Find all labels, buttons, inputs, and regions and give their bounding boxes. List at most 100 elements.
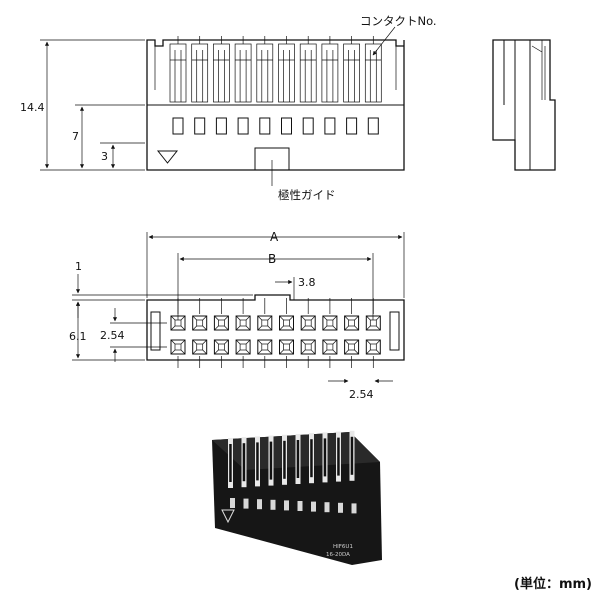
- dim-pitch-offset: 3.8: [298, 276, 316, 289]
- top-contact-cell-corner: [180, 339, 186, 345]
- top-contact-cell-inner: [261, 319, 269, 327]
- photo-rib-slot: [242, 443, 246, 482]
- top-contact-cell-inner: [196, 319, 204, 327]
- top-contact-cell-corner: [354, 349, 359, 355]
- top-contact-cell-corner: [332, 325, 338, 331]
- top-contact-cell-corner: [300, 349, 306, 355]
- side-view-detail: [531, 40, 546, 100]
- top-contact-cell-corner: [235, 315, 241, 321]
- top-contact-cell-inner: [304, 319, 312, 327]
- top-contact-cell-corner: [376, 349, 381, 355]
- top-view-right-slot: [389, 311, 400, 351]
- top-contact-cell-corner: [214, 315, 219, 321]
- front-window: [237, 117, 249, 135]
- top-contact-cell-corner: [180, 315, 186, 321]
- top-contact-cell-corner: [344, 349, 349, 355]
- photo-window: [351, 503, 357, 514]
- top-contact-cell-corner: [245, 315, 251, 321]
- top-contact-cell-corner: [257, 349, 263, 355]
- top-contact-cell: [365, 339, 381, 355]
- top-contact-cell: [344, 315, 360, 331]
- top-contact-cell-corner: [366, 339, 371, 345]
- top-contact-cells: [170, 298, 381, 368]
- top-contact-cell-corner: [376, 325, 381, 331]
- top-contact-cell-corner: [170, 325, 176, 331]
- photo-window: [230, 498, 235, 508]
- top-contact-cell: [279, 339, 294, 355]
- top-contact-cell-inner: [283, 319, 290, 327]
- top-contact-cell-corner: [257, 339, 263, 345]
- top-contact-cell-corner: [192, 339, 197, 345]
- front-contact: [213, 43, 230, 103]
- dim-row-pitch: 2.54: [100, 329, 125, 342]
- top-contact-cell-corner: [344, 325, 349, 331]
- dim-col-pitch: 2.54: [349, 388, 374, 401]
- photo-window: [257, 499, 262, 510]
- photo-window: [324, 502, 330, 513]
- top-contact-cell-corner: [344, 339, 349, 345]
- top-contact-cell-corner: [224, 349, 229, 355]
- dim-height-total: 14.4: [20, 101, 45, 114]
- top-contact-cell: [322, 339, 338, 355]
- top-contact-cell-corner: [245, 349, 251, 355]
- top-contact-cell-corner: [180, 325, 186, 331]
- top-contact-cell-inner: [261, 343, 269, 351]
- front-window: [194, 117, 206, 135]
- top-contact-cell-corner: [235, 349, 241, 355]
- top-contact-cell-corner: [245, 325, 251, 331]
- top-contact-cell-corner: [310, 315, 316, 321]
- top-contact-cell-corner: [279, 315, 284, 321]
- top-contact-cell: [300, 315, 316, 331]
- front-contact: [364, 43, 382, 103]
- top-contact-cell: [170, 339, 186, 355]
- top-contact-cell-corner: [366, 349, 371, 355]
- polarity-triangle-icon: [156, 150, 179, 164]
- top-contact-cell-corner: [192, 349, 197, 355]
- dim-top-gap: 1: [75, 260, 82, 273]
- front-window: [302, 117, 314, 135]
- top-contact-cell-corner: [310, 339, 316, 345]
- top-contact-cell-corner: [170, 339, 176, 345]
- top-contact-cell-corner: [267, 349, 273, 355]
- top-contact-cell: [213, 315, 229, 331]
- top-contact-cell-corner: [245, 339, 251, 345]
- dim-width-a: A: [270, 230, 279, 244]
- top-contact-cell-corner: [267, 339, 273, 345]
- front-contact: [343, 43, 360, 103]
- dim-depth: 6.1: [69, 330, 87, 343]
- side-view: [492, 39, 556, 171]
- top-contact-cell-corner: [332, 349, 338, 355]
- top-contact-cell-corner: [376, 315, 381, 321]
- top-contact-cell-corner: [202, 339, 207, 345]
- top-contact-cell-inner: [174, 343, 182, 351]
- top-contact-cell: [257, 315, 273, 331]
- top-view: A B 3.8 1 6.1 2.54 2.54: [69, 230, 405, 401]
- top-contact-cell-inner: [326, 343, 334, 351]
- photo-marking-line1: HIF6U1: [333, 544, 353, 550]
- front-window: [215, 117, 227, 135]
- top-contact-cell-corner: [332, 315, 338, 321]
- photo-marking-line2: 16-20DA: [326, 552, 350, 558]
- front-contact: [169, 43, 187, 103]
- top-contact-cell: [213, 339, 229, 355]
- top-contact-cell-corner: [235, 339, 241, 345]
- photo-window: [338, 502, 343, 513]
- photo-rib-slot: [337, 437, 340, 476]
- top-contact-cell-corner: [192, 325, 197, 331]
- top-contact-cell-corner: [300, 315, 306, 321]
- top-contact-cell-inner: [239, 343, 247, 351]
- top-contact-cell-corner: [214, 325, 219, 331]
- front-contact: [256, 43, 274, 103]
- top-contact-cell-corner: [310, 349, 316, 355]
- photo-windows: [230, 498, 357, 514]
- top-contact-cell-corner: [289, 325, 294, 331]
- top-contact-cell-corner: [202, 315, 207, 321]
- top-contact-cell: [344, 339, 360, 355]
- top-contact-cell: [257, 339, 273, 355]
- front-contact: [278, 43, 295, 103]
- top-contact-cell-inner: [218, 319, 225, 327]
- top-contact-cell: [192, 339, 208, 355]
- top-contact-cell-corner: [180, 349, 186, 355]
- top-contact-cell-corner: [224, 315, 229, 321]
- top-contact-cell-corner: [322, 339, 328, 345]
